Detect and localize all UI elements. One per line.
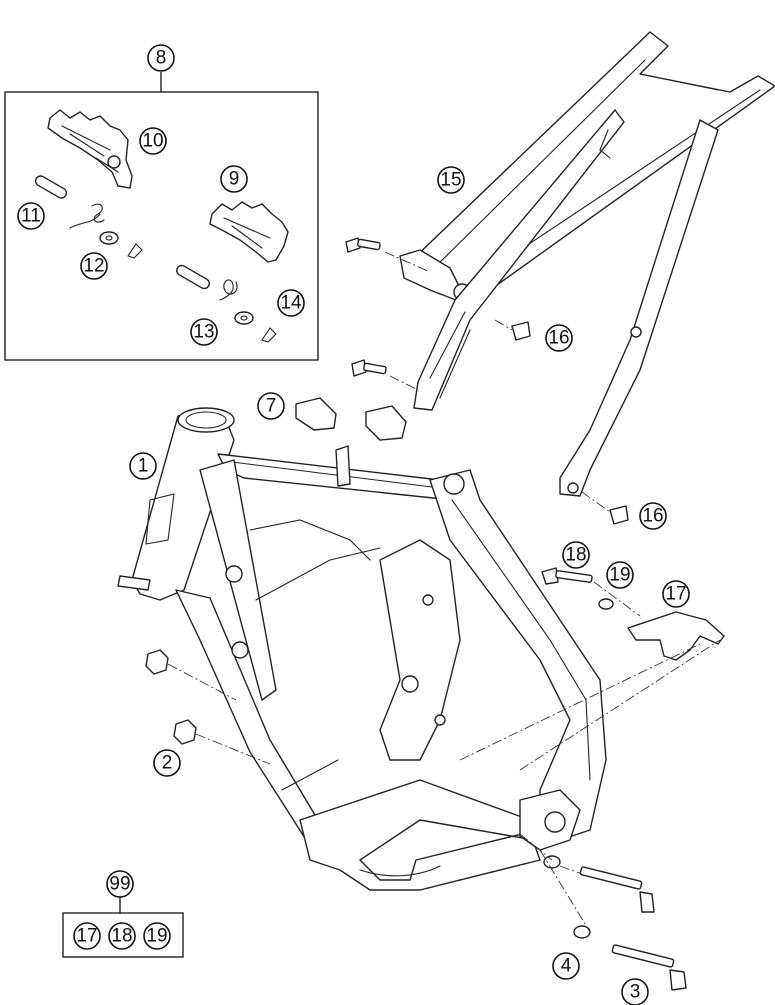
svg-text:17: 17 (665, 584, 686, 605)
svg-text:8: 8 (156, 48, 167, 69)
kit-99-box (62, 912, 184, 958)
callout-12: 12 (80, 252, 108, 280)
callout-11: 11 (17, 202, 45, 230)
svg-text:11: 11 (21, 206, 41, 227)
kit-callout-17: 17 (73, 922, 101, 950)
callout-3: 3 (621, 978, 649, 1005)
frame-plugs (295, 397, 407, 441)
svg-text:10: 10 (142, 131, 163, 152)
footpeg-right (209, 201, 289, 263)
washer-left (99, 231, 119, 245)
callout-17: 17 (662, 580, 690, 608)
svg-text:9: 9 (229, 169, 240, 190)
svg-text:17: 17 (76, 926, 97, 947)
subframe (399, 31, 775, 497)
svg-text:4: 4 (561, 956, 572, 977)
bracket-parts (459, 567, 725, 771)
footpeg-spring-left (69, 203, 105, 229)
swingarm-bolts (519, 833, 687, 991)
callout-18: 18 (562, 541, 590, 569)
footpeg-spring-right (219, 279, 238, 301)
callout-8: 8 (147, 44, 175, 72)
svg-text:1: 1 (138, 456, 149, 477)
svg-text:7: 7 (266, 396, 277, 417)
footpeg-pin-left (34, 175, 68, 199)
callout-13: 13 (190, 318, 218, 346)
frame-nuts (145, 649, 271, 765)
clip-left (127, 243, 143, 259)
callout-99: 99 (106, 870, 134, 898)
callout-2: 2 (153, 749, 181, 777)
kit-callout-19: 19 (143, 922, 171, 950)
svg-text:13: 13 (193, 322, 214, 343)
callout-1: 1 (129, 452, 157, 480)
main-frame (117, 407, 607, 891)
svg-text:18: 18 (565, 545, 586, 566)
svg-text:14: 14 (280, 293, 302, 314)
washer-right (234, 311, 254, 325)
footpeg-left (47, 109, 133, 189)
callout-10: 10 (139, 127, 167, 155)
callout-16-upper: 16 (545, 324, 573, 352)
kit-callout-18: 18 (108, 922, 136, 950)
svg-text:18: 18 (111, 926, 132, 947)
clip-right (261, 327, 277, 343)
subframe-bolts (345, 237, 629, 525)
svg-text:12: 12 (83, 256, 104, 277)
kit-99: 99 17 18 19 (62, 870, 184, 958)
callout-14: 14 (277, 289, 305, 317)
svg-text:3: 3 (630, 982, 641, 1003)
svg-text:99: 99 (109, 874, 130, 895)
footpeg-pin-right (176, 264, 210, 290)
svg-text:16: 16 (548, 328, 569, 349)
callout-4: 4 (552, 952, 580, 980)
callout-15: 15 (437, 166, 465, 194)
footrest-group (4, 72, 319, 361)
svg-text:16: 16 (642, 506, 663, 527)
callout-19: 19 (606, 561, 634, 589)
callout-9: 9 (220, 165, 248, 193)
callout-7: 7 (257, 392, 285, 420)
svg-text:2: 2 (162, 753, 173, 774)
callout-16-lower: 16 (639, 502, 667, 530)
svg-text:15: 15 (440, 170, 461, 191)
svg-text:19: 19 (146, 926, 167, 947)
svg-text:19: 19 (609, 565, 630, 586)
